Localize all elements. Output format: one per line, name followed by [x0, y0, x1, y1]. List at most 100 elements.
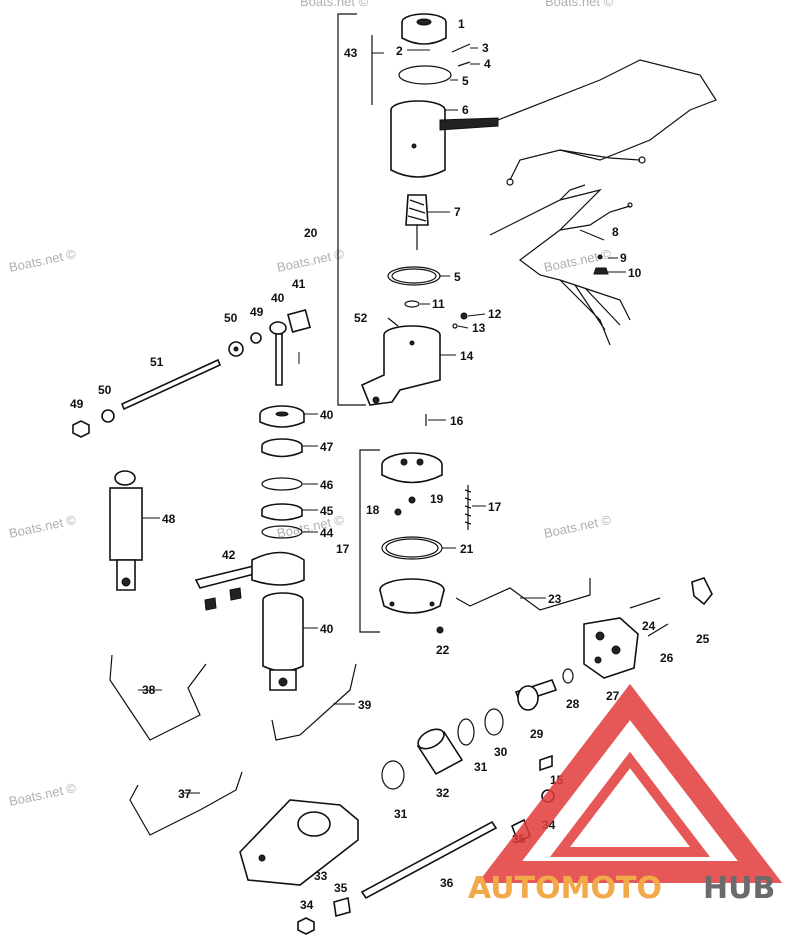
callout-39: 39 — [358, 698, 372, 712]
automotohub-logo: AUTOMOTO HUB — [468, 683, 783, 906]
logo-triangle-inner — [549, 751, 711, 857]
screw-3 — [451, 43, 471, 53]
callout-44: 44 — [320, 526, 334, 540]
leader-lines — [138, 47, 626, 794]
callout-35b: 35 — [334, 881, 348, 895]
callout-7: 7 — [454, 205, 461, 219]
screw-22 — [436, 626, 444, 634]
pivot-link-40 — [269, 321, 287, 386]
o-ring-31b — [381, 760, 405, 790]
o-ring-46 — [261, 477, 303, 491]
o-ring-5 — [387, 266, 441, 286]
screw-9 — [597, 254, 603, 260]
callout-1: 1 — [458, 17, 465, 31]
wire-terminal — [506, 178, 514, 186]
armature — [405, 194, 429, 250]
wiring-harness — [489, 188, 631, 346]
callout-30: 30 — [494, 745, 508, 759]
pump-base — [360, 325, 441, 406]
callout-46: 46 — [320, 478, 334, 492]
callout-34b: 34 — [300, 898, 314, 912]
callout-28: 28 — [566, 697, 580, 711]
callout-51: 51 — [150, 355, 164, 369]
valve-29 — [514, 679, 558, 711]
callout-17b: 17 — [336, 542, 350, 556]
cylinder-cap-40 — [259, 405, 305, 428]
watermark: Boats.net © — [300, 0, 369, 9]
wire-lead-top — [559, 184, 586, 201]
callout-8: 8 — [612, 225, 619, 239]
motor-housing — [390, 100, 499, 178]
callout-26: 26 — [660, 651, 674, 665]
callout-49a: 49 — [250, 305, 264, 319]
callout-16: 16 — [450, 414, 464, 428]
callout-19: 19 — [430, 492, 444, 506]
callout-18: 18 — [366, 503, 380, 517]
cylinder-40 — [262, 592, 304, 691]
group-bracket-20 — [337, 13, 366, 406]
callout-20: 20 — [304, 226, 318, 240]
callout-9: 9 — [620, 251, 627, 265]
callout-38: 38 — [142, 683, 156, 697]
o-ring-30 — [484, 708, 504, 736]
callout-5: 5 — [462, 74, 469, 88]
pivot-shaft-51 — [120, 358, 222, 411]
bolt-24 — [629, 597, 661, 609]
callout-29: 29 — [530, 727, 544, 741]
callouts: 1 2 3 4 5 6 43 7 20 8 9 10 5 11 12 13 52… — [70, 17, 710, 912]
washer-13 — [452, 323, 458, 329]
callout-12: 12 — [488, 307, 502, 321]
nut-34b — [297, 917, 315, 935]
fitting-25 — [691, 577, 713, 606]
callout-50b: 50 — [98, 383, 112, 397]
bolt-26 — [647, 623, 669, 637]
motor-lead-wire — [497, 59, 717, 181]
bushing-41 — [286, 308, 312, 334]
callout-6: 6 — [462, 103, 469, 117]
callout-25: 25 — [696, 632, 710, 646]
callout-41: 41 — [292, 277, 306, 291]
callout-23: 23 — [548, 592, 562, 606]
callout-48: 48 — [162, 512, 176, 526]
watermark: Boats.net © — [8, 512, 78, 541]
watermark: Boats.net © — [8, 780, 78, 809]
watermark: Boats.net © — [8, 246, 78, 275]
callout-11: 11 — [432, 297, 445, 311]
washer-50-hole — [233, 346, 239, 352]
nut-49 — [250, 332, 262, 344]
plug-12 — [460, 312, 468, 320]
callout-43: 43 — [344, 46, 358, 60]
motor-lead-wire-2 — [559, 149, 641, 161]
callout-21: 21 — [460, 542, 474, 556]
trim-bracket-33 — [239, 799, 359, 886]
piston-47 — [261, 438, 303, 458]
callout-24: 24 — [642, 619, 656, 633]
manifold-27 — [583, 617, 639, 679]
bolt-15 — [539, 754, 553, 772]
o-ring-31a — [457, 718, 475, 746]
shaft-36 — [360, 820, 498, 900]
hydraulic-line-23 — [455, 578, 591, 611]
callout-50a: 50 — [224, 311, 238, 325]
logo-triangle — [477, 683, 783, 883]
pump-body — [379, 578, 445, 614]
logo-text-hub: HUB — [703, 871, 775, 906]
spring-17 — [464, 485, 472, 530]
callout-3: 3 — [482, 41, 489, 55]
callout-33: 33 — [314, 869, 328, 883]
bolt-35 — [333, 896, 351, 918]
wiring-harness-lead — [559, 205, 631, 231]
callout-52: 52 — [354, 311, 368, 325]
callout-40c: 40 — [320, 622, 334, 636]
callout-42: 42 — [222, 548, 236, 562]
callout-40a: 40 — [271, 291, 285, 305]
callout-17a: 17 — [488, 500, 502, 514]
callout-2: 2 — [396, 44, 403, 58]
logo-text-automoto: AUTOMOTO — [468, 871, 662, 906]
callout-32: 32 — [436, 786, 450, 800]
group-bracket-17 — [359, 449, 380, 633]
callout-27: 27 — [606, 689, 620, 703]
bracket-42 — [194, 551, 305, 611]
o-ring-11 — [404, 300, 420, 308]
hydraulic-line-38 — [109, 654, 207, 741]
